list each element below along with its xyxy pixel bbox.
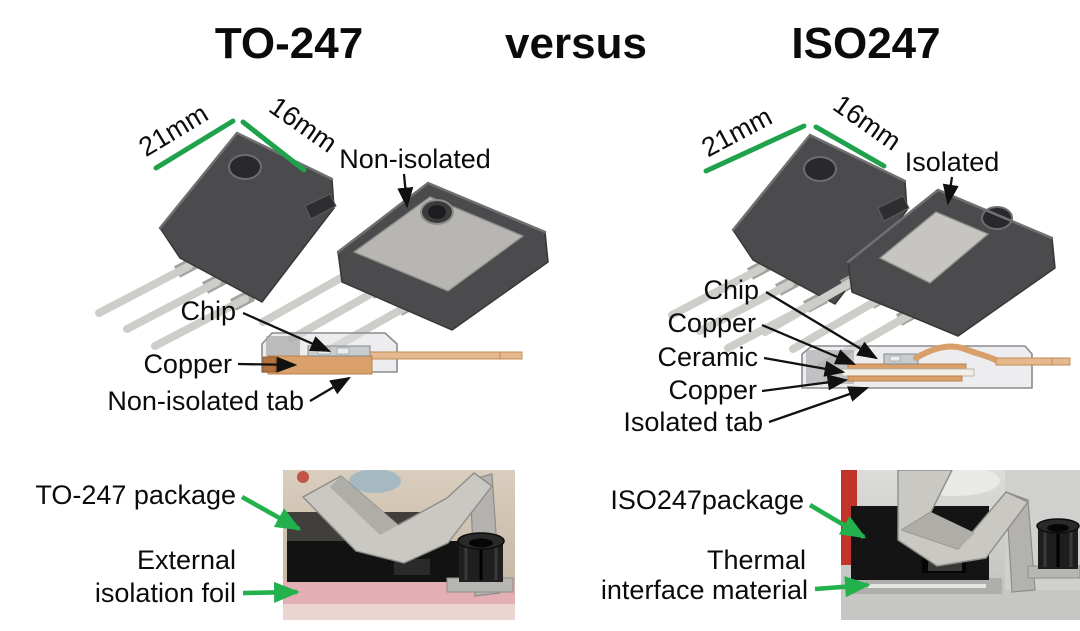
copper-label-left: Copper [143, 349, 232, 379]
iso247-ceramic-window [878, 211, 990, 284]
iso247-front-leg-pin [668, 264, 766, 319]
to247-front-leg-pin [95, 262, 193, 317]
to247-package-notch [304, 193, 337, 220]
dimension-label-21mm-left: 21mm [133, 98, 213, 162]
to247-back-package: Non-isolated [259, 144, 549, 360]
isolated-label: Isolated [905, 147, 1000, 177]
dimension-line-16mm-left [240, 119, 307, 173]
to247-xsec-recess [266, 336, 300, 356]
iso247-mount-photo [841, 470, 1080, 620]
dimension-label-16mm-right: 16mm [828, 89, 907, 157]
dimension-line-21mm-left [153, 118, 236, 171]
dimension-line-21mm-right [703, 123, 807, 174]
copper-top-arrow [761, 323, 857, 366]
thermal-label-line1: Thermal [707, 545, 806, 575]
iso247-bent-strap [913, 343, 1001, 364]
tim-green-arrow [814, 576, 871, 598]
iso247-photo-base [841, 590, 1080, 620]
to247-front-leg-pin [123, 278, 221, 333]
iso247-package-photo-label: ISO247package [610, 485, 804, 515]
iso247-copper-bottom [847, 375, 963, 382]
title-versus: versus [505, 19, 647, 68]
to247-screw-socket [469, 538, 493, 548]
to247-metal-tab [352, 196, 525, 292]
copper-top-label: Copper [667, 308, 756, 338]
to247-front-leg-pin [151, 295, 249, 350]
ceramic-arrow [763, 356, 846, 377]
ceramic-label: Ceramic [657, 342, 758, 372]
to247-photo-red-dot [297, 471, 309, 483]
to247-mount-photo [283, 470, 515, 620]
non-isolated-tab-label: Non-isolated tab [107, 386, 304, 416]
iso247-mounting-hole [803, 156, 837, 182]
chip-arrow-left [242, 311, 332, 353]
title-to247: TO-247 [215, 19, 363, 68]
chip-label-left: Chip [180, 296, 236, 326]
to247-chip-die [336, 347, 350, 355]
to247-back-leg-pin [259, 266, 359, 326]
iso247-front-package-bevel [731, 133, 907, 232]
copper-bottom-label: Copper [668, 375, 757, 405]
iso247-lead [995, 357, 1071, 366]
to247-package-photo-label: TO-247 package [35, 480, 236, 510]
chip-label-right: Chip [703, 275, 759, 305]
iso247-back-bevel [846, 188, 1054, 264]
iso247-back-package: Isolated [761, 147, 1056, 370]
to247-clip-shading [330, 476, 398, 535]
to247-photo-table [283, 604, 515, 620]
iso247-screw-socket [1047, 524, 1069, 532]
tim-highlight [856, 584, 986, 588]
iso247-back-leg-pin [789, 293, 887, 353]
chip-arrow-right [765, 291, 878, 360]
to247-lead [369, 351, 523, 360]
external-label-line1: External [137, 545, 236, 575]
iso247-cross-section: Chip Copper Ceramic Copper Isolated tab [623, 275, 1071, 437]
iso247-front-leg-pin [696, 280, 794, 335]
copper-bottom-arrow [761, 374, 849, 393]
non-isolated-arrow [397, 173, 414, 209]
iso247-clip-shading [902, 512, 975, 549]
dimension-line-16mm-right [813, 124, 887, 169]
non-isolated-label: Non-isolated [339, 144, 491, 174]
iso247-mounting-clip [897, 470, 1029, 567]
iso247-back-leg-pin [761, 276, 859, 336]
dimension-label-21mm-right: 21mm [697, 101, 777, 163]
iso247-chip-body [883, 353, 919, 365]
isolated-arrow [942, 176, 959, 206]
to247-back-bevel [336, 181, 547, 254]
isolated-tab-label: Isolated tab [623, 407, 763, 437]
to247-cross-section: Chip Copper Non-isolated tab [107, 296, 523, 416]
copper-arrow-left [237, 356, 298, 373]
to247-front-package-bevel [158, 131, 334, 230]
to247-back-hole-inner [428, 205, 446, 219]
isolated-tab-arrow [768, 386, 870, 424]
iso247-package-green-arrow [808, 503, 867, 539]
iso247-ceramic-layer [841, 368, 975, 377]
to247-package-green-arrow [240, 494, 302, 532]
to247-back-leg-pin [287, 283, 387, 343]
title-iso247: ISO247 [791, 19, 940, 68]
iso247-photo-notch-floor [928, 562, 962, 571]
iso247-chip-die [889, 355, 901, 362]
iso247-package-notch [877, 195, 910, 222]
to247-mounting-hole [228, 154, 262, 180]
to247-photo-blur-blob [349, 470, 401, 493]
isolation-foil-label-line2: isolation foil [95, 578, 236, 608]
iso247-copper-top [847, 363, 967, 370]
interface-material-label-line2: interface material [601, 575, 808, 605]
isolation-foil-green-arrow [242, 581, 300, 604]
non-isolated-tab-arrow [309, 376, 351, 402]
